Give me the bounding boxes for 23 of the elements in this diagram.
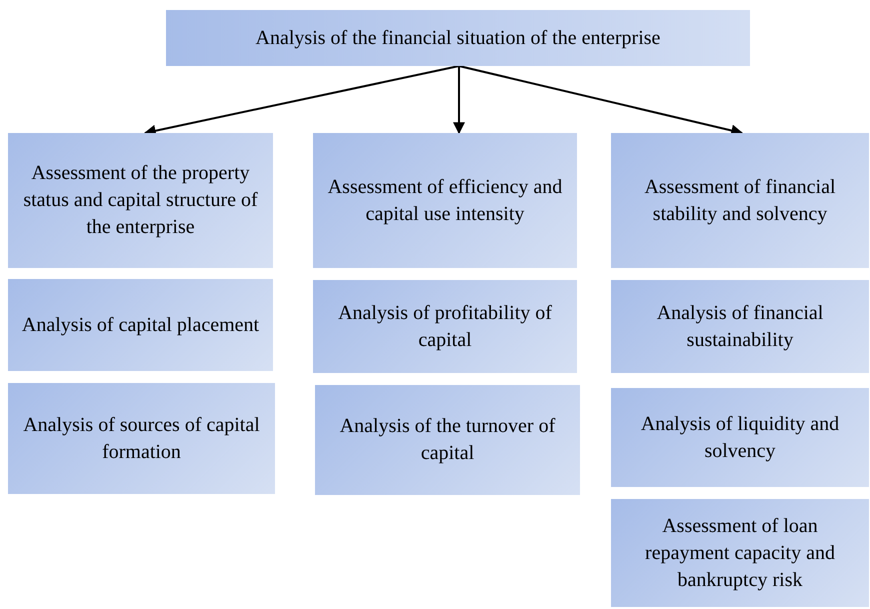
process-box (611, 280, 869, 373)
process-box (611, 388, 869, 487)
process-box (315, 385, 580, 495)
box-label: Analysis of sources of capital formation (22, 412, 261, 464)
box-label: Assessment of financial stability and solvency (643, 174, 837, 226)
box-label: Analysis of profitability of capital (337, 300, 553, 352)
box-label: Assessment of the property status and capital structure of the enterprise (22, 161, 259, 240)
process-box (313, 280, 577, 373)
box-label: Analysis of capital placement (22, 312, 260, 338)
process-box (611, 133, 869, 268)
process-box (8, 383, 275, 494)
box-label: Assessment of loan repayment capacity and bankruptcy risk (644, 514, 836, 592)
box-label: Analysis of liquidity and solvency (640, 412, 840, 464)
process-box (8, 279, 273, 371)
box-label: Assessment of efficiency and capital use intensity (326, 174, 564, 226)
process-box (8, 133, 273, 268)
box-label: Analysis of the turnover of capital (338, 414, 556, 466)
box-label: Analysis of financial sustainability (656, 300, 824, 352)
title-box (166, 10, 750, 66)
process-box (611, 499, 869, 607)
process-box (313, 133, 577, 268)
arrow (453, 66, 465, 134)
box-label: Analysis of the financial situation of the enterprise (256, 26, 660, 50)
